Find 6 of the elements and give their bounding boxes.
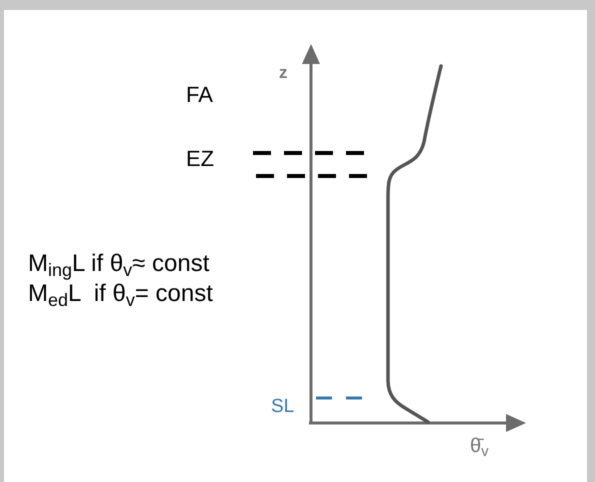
axis-label: z xyxy=(279,64,288,81)
layer-label: M$_{ed}$L if θ$_{v}$= const xyxy=(28,282,213,306)
layer-label: SL xyxy=(271,397,294,416)
layer-label: FA xyxy=(186,84,213,106)
axis-label: θ̄$_{v}$ xyxy=(470,436,489,456)
layer-label: EZ xyxy=(186,148,214,170)
